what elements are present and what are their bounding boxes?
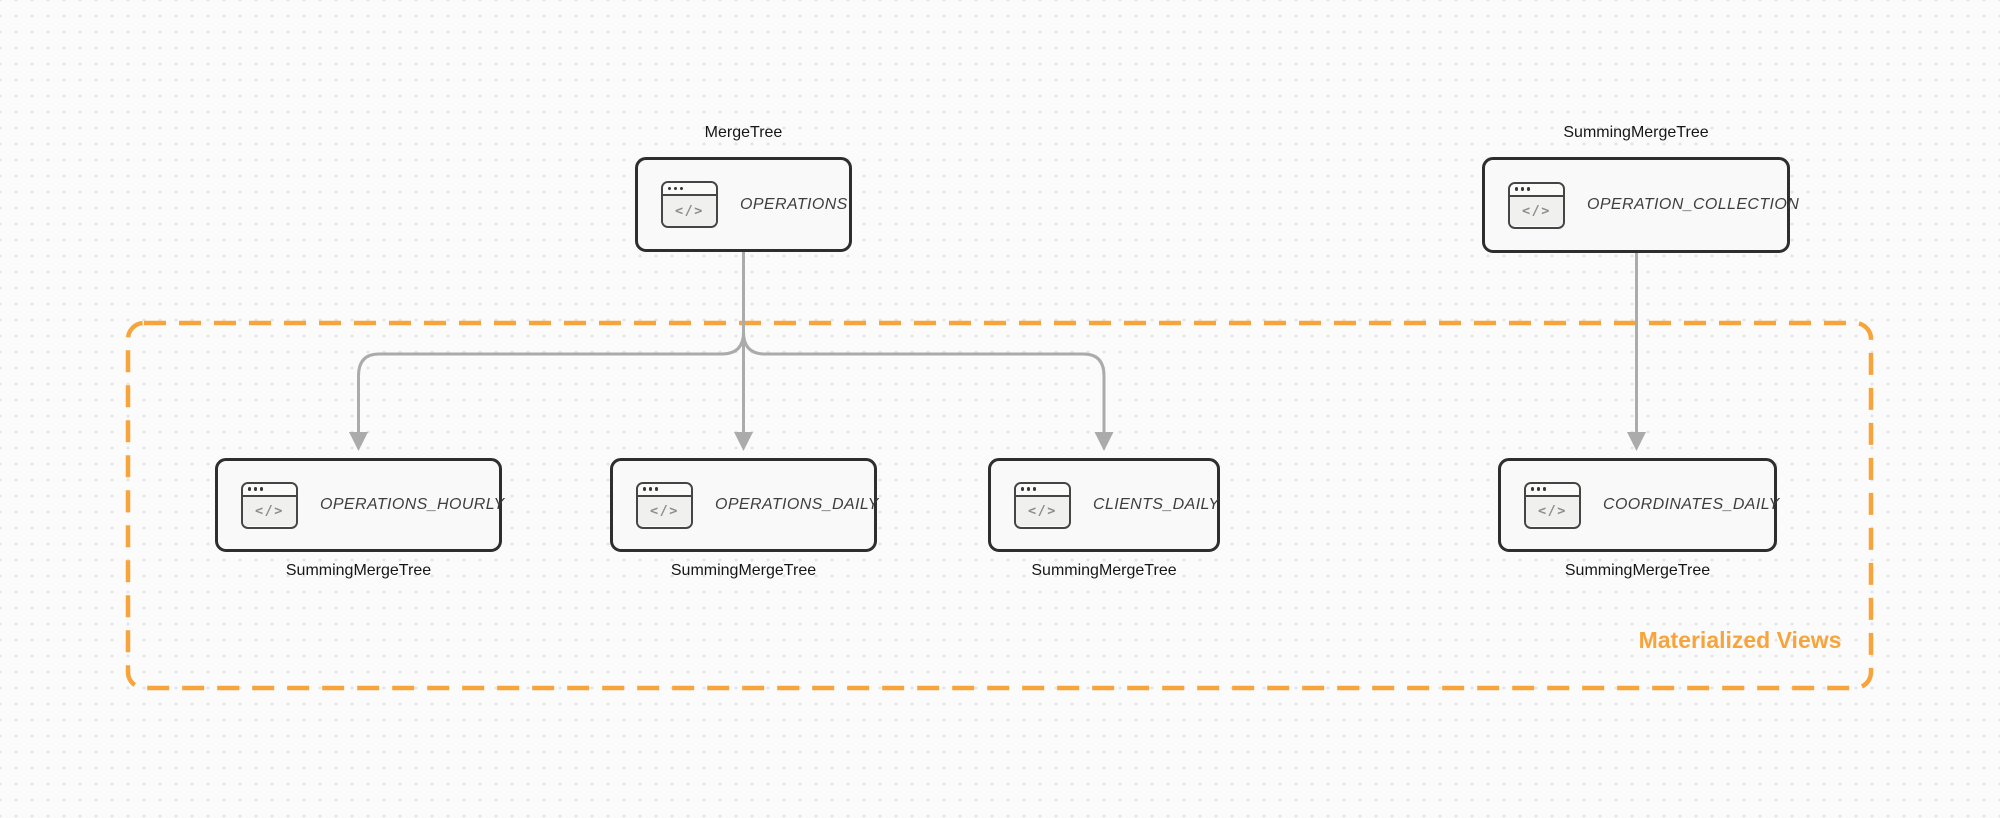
engine-label-operations-daily: SummingMergeTree bbox=[670, 562, 817, 579]
engine-label-clients-daily: SummingMergeTree bbox=[1031, 562, 1177, 579]
window-dot bbox=[668, 186, 672, 191]
node-coordinates-daily[interactable]: </> COORDINATES_DAILY bbox=[1498, 458, 1780, 552]
window-titlebar bbox=[1526, 483, 1579, 497]
window-dot bbox=[253, 487, 257, 491]
edge-operations-to-clients-daily bbox=[742, 331, 1106, 434]
node-operations-hourly[interactable]: </> OPERATIONS_HOURLY bbox=[215, 458, 505, 552]
window-dot bbox=[248, 487, 252, 491]
window-dot bbox=[643, 487, 647, 491]
node-operation-collection[interactable]: </> OPERATION_COLLECTION bbox=[1482, 157, 1799, 253]
window-titlebar bbox=[1510, 183, 1563, 197]
node-title: OPERATIONS_HOURLY bbox=[320, 496, 505, 513]
code-window-icon: </> bbox=[1524, 481, 1581, 529]
code-window-icon: </> bbox=[1014, 481, 1071, 529]
code-glyph: </> bbox=[663, 196, 716, 226]
node-title: OPERATIONS_DAILY bbox=[715, 496, 879, 513]
code-window-icon: </> bbox=[1508, 181, 1565, 229]
code-glyph: </> bbox=[243, 496, 296, 527]
window-dot bbox=[1026, 487, 1030, 491]
window-dot bbox=[1021, 487, 1025, 491]
node-title: COORDINATES_DAILY bbox=[1603, 496, 1780, 513]
code-window-icon: </> bbox=[241, 481, 298, 529]
window-titlebar bbox=[1016, 483, 1069, 497]
materialized-views-group-border bbox=[125, 320, 1874, 691]
window-dot bbox=[1542, 487, 1546, 491]
arrowhead-coordinates-daily bbox=[1627, 432, 1646, 451]
window-dot bbox=[648, 487, 652, 491]
code-glyph: </> bbox=[638, 496, 691, 527]
window-dot bbox=[679, 186, 683, 191]
window-dot bbox=[1520, 187, 1524, 191]
engine-label-operations-hourly: SummingMergeTree bbox=[285, 562, 432, 579]
window-titlebar bbox=[663, 183, 716, 196]
window-dot bbox=[673, 186, 677, 191]
window-dot bbox=[1032, 487, 1036, 491]
code-glyph: </> bbox=[1510, 196, 1563, 227]
arrowhead-operations-daily bbox=[734, 432, 753, 451]
engine-label-operations: MergeTree bbox=[704, 124, 783, 141]
window-dot bbox=[1515, 187, 1519, 191]
engine-label-coordinates-daily: SummingMergeTree bbox=[1564, 562, 1711, 579]
node-title: OPERATION_COLLECTION bbox=[1587, 196, 1800, 213]
edge-operations-to-operations-hourly bbox=[357, 331, 745, 434]
window-titlebar bbox=[243, 483, 296, 497]
window-dot bbox=[654, 487, 658, 491]
arrowhead-operations-hourly bbox=[349, 432, 368, 451]
node-clients-daily[interactable]: </> CLIENTS_DAILY bbox=[988, 458, 1220, 552]
code-glyph: </> bbox=[1526, 496, 1579, 527]
window-dot bbox=[259, 487, 263, 491]
code-window-icon: </> bbox=[636, 481, 693, 529]
window-dot bbox=[1536, 487, 1540, 491]
arrowhead-clients-daily bbox=[1094, 432, 1114, 451]
node-title: CLIENTS_DAILY bbox=[1093, 496, 1220, 513]
materialized-views-label: Materialized Views bbox=[1638, 627, 1842, 653]
code-glyph: </> bbox=[1016, 496, 1069, 527]
engine-label-operation-collection: SummingMergeTree bbox=[1563, 124, 1709, 141]
node-operations[interactable]: </> OPERATIONS bbox=[635, 157, 852, 252]
window-dot bbox=[1531, 487, 1535, 491]
node-title: OPERATIONS bbox=[740, 195, 848, 213]
window-titlebar bbox=[638, 483, 691, 497]
window-dot bbox=[1526, 187, 1530, 191]
node-operations-daily[interactable]: </> OPERATIONS_DAILY bbox=[610, 458, 879, 552]
code-window-icon: </> bbox=[661, 181, 718, 228]
